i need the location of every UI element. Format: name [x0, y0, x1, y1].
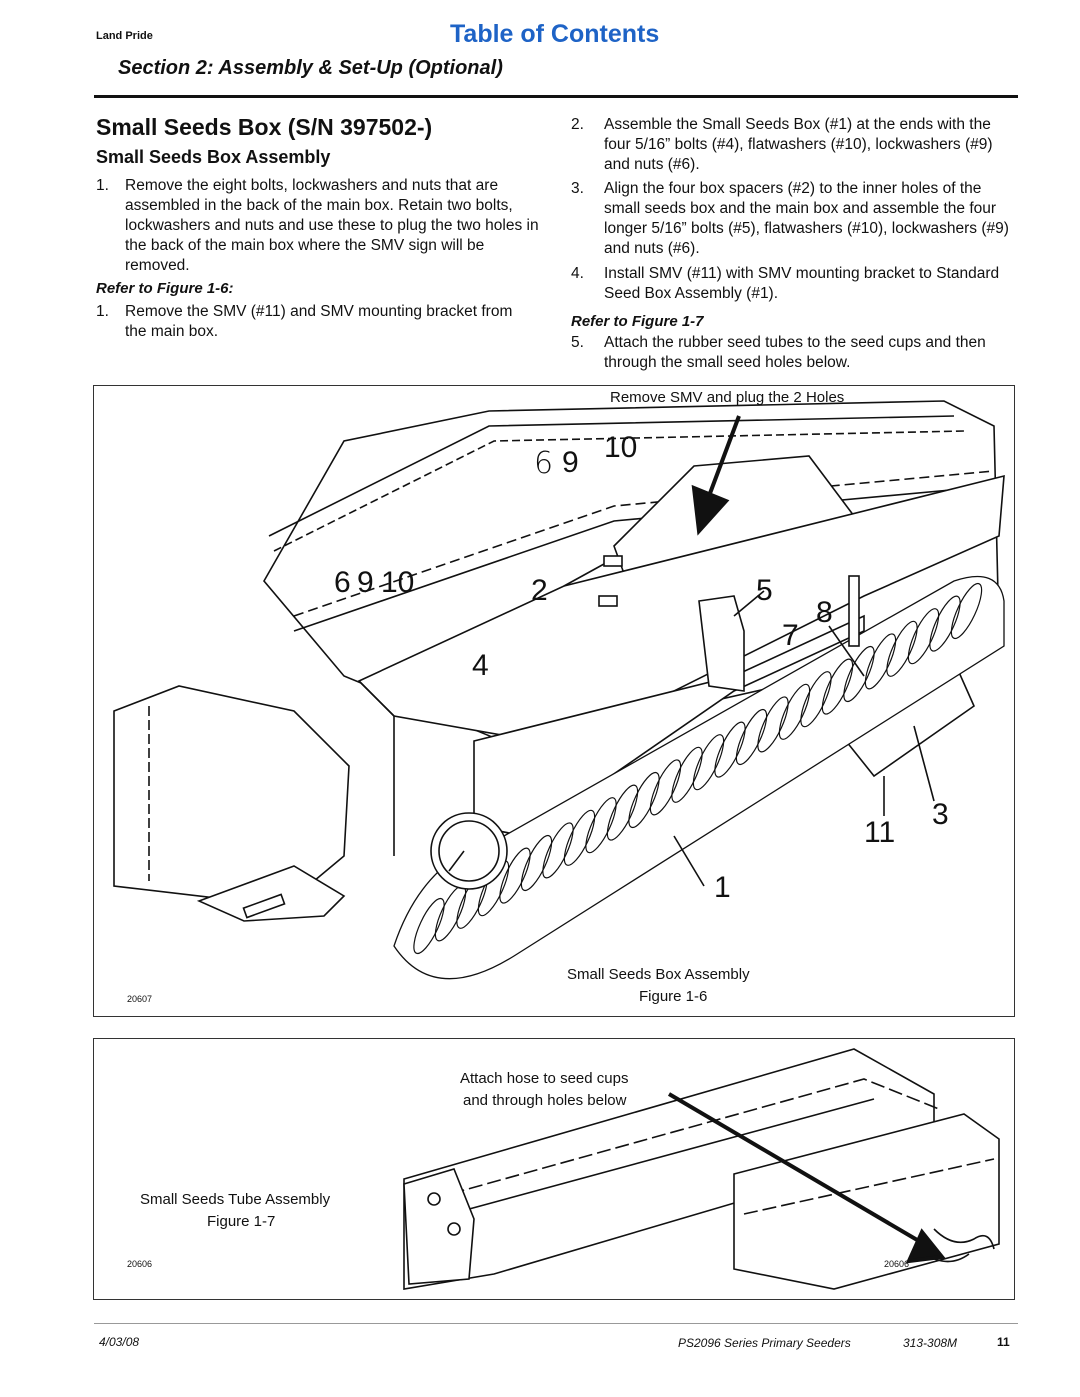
step-number: 1. [96, 303, 109, 320]
figure-id: 20606 [127, 1259, 153, 1269]
page-subtitle: Small Seeds Box Assembly [96, 147, 331, 167]
part-label-4: 4 [472, 649, 489, 682]
part-label-10b: 10 [381, 566, 415, 599]
coil-ring [606, 784, 639, 841]
figure-callout: Remove SMV and plug the 2 Holes [610, 389, 845, 406]
figure-1-7: Attach hose to seed cups and through hol… [93, 1038, 1015, 1300]
coil-ring [628, 771, 660, 829]
footer-doc-title: PS2096 Series Primary Seeders [678, 1336, 851, 1350]
part-label-3: 3 [932, 798, 949, 831]
coil-ring [843, 645, 875, 703]
coil-ring [671, 746, 703, 803]
figure-label: Figure 1-7 [207, 1213, 276, 1230]
coil-ring [929, 595, 961, 652]
part-label-1: 1 [714, 871, 731, 904]
step-text: Remove the SMV (#11) and SMV mounting br… [125, 303, 513, 340]
coil-ring [757, 696, 789, 753]
part-label-8: 8 [816, 596, 833, 629]
seeds-tube-drawing [403, 1048, 1000, 1290]
part-label-2: 2 [531, 574, 548, 607]
part-label-10: 10 [604, 431, 638, 464]
coil-ring [778, 683, 811, 740]
step-number: 3. [571, 180, 584, 197]
coil-ring [413, 897, 445, 955]
part-label-5: 5 [756, 574, 773, 607]
brand-name: Land Pride [96, 30, 153, 42]
refer-figure-1-6: Refer to Figure 1-6: [96, 280, 234, 297]
figure-id-overlay: 20606 [884, 1259, 910, 1269]
figure-caption: Small Seeds Tube Assembly [140, 1191, 331, 1208]
page-title: Small Seeds Box (S/N 397502-) [96, 114, 433, 140]
coil-ring [800, 671, 832, 728]
part-label-9b: 9 [357, 566, 374, 599]
coil-ring [907, 608, 940, 665]
refer-figure-1-7: Refer to Figure 1-7 [571, 313, 704, 330]
coil-ring [950, 582, 983, 640]
coil-ring [886, 620, 918, 677]
step-text: Assemble the Small Seeds Box (#1) at the… [604, 116, 993, 173]
section-title: Section 2: Assembly & Set-Up (Optional) [118, 57, 503, 79]
coil-ring [714, 721, 746, 778]
figure-callout-line-1: Attach hose to seed cups [460, 1070, 629, 1087]
step-text: Align the four box spacers (#2) to the i… [604, 180, 1009, 257]
step-number: 2. [571, 116, 584, 133]
step-text: Attach the rubber seed tubes to the seed… [604, 334, 986, 371]
table-of-contents-link[interactable]: Table of Contents [450, 20, 660, 48]
figure-callout-line-2: and through holes below [463, 1092, 627, 1109]
header-divider [94, 95, 1018, 98]
footer-divider [94, 1323, 1018, 1324]
step-number: 5. [571, 334, 584, 351]
step-number: 1. [96, 177, 109, 194]
figure-caption: Small Seeds Box Assembly [567, 966, 750, 983]
page-number: 11 [997, 1335, 1010, 1349]
coil-ring [520, 834, 553, 892]
coil-ring [542, 822, 574, 879]
part-label-7: 7 [782, 619, 799, 652]
part-label-6: 6 [534, 446, 554, 481]
step-number: 4. [571, 265, 584, 282]
coil-ring [499, 847, 531, 904]
figure-id: 20607 [127, 994, 153, 1004]
coil-ring [821, 658, 854, 715]
step-text: Install SMV (#11) with SMV mounting brac… [604, 265, 1000, 302]
part-label-6b: 6 [334, 566, 351, 599]
part-label-9: 9 [562, 446, 579, 479]
footer-date: 4/03/08 [99, 1335, 140, 1349]
coil-ring [649, 759, 682, 816]
coil-ring [585, 797, 617, 854]
coil-ring [563, 809, 596, 866]
figure-1-6: Remove SMV and plug the 2 Holes 6 9 10 6… [93, 385, 1015, 1017]
small-seeds-box-drawing [113, 400, 1005, 980]
coil-ring [864, 633, 897, 690]
step-text: Remove the eight bolts, lockwashers and … [125, 177, 539, 274]
footer-part-number: 313-308M [903, 1336, 958, 1350]
part-label-11: 11 [864, 816, 896, 849]
coil-ring [735, 708, 768, 766]
figure-label: Figure 1-6 [639, 988, 708, 1005]
coil-ring [692, 734, 725, 791]
